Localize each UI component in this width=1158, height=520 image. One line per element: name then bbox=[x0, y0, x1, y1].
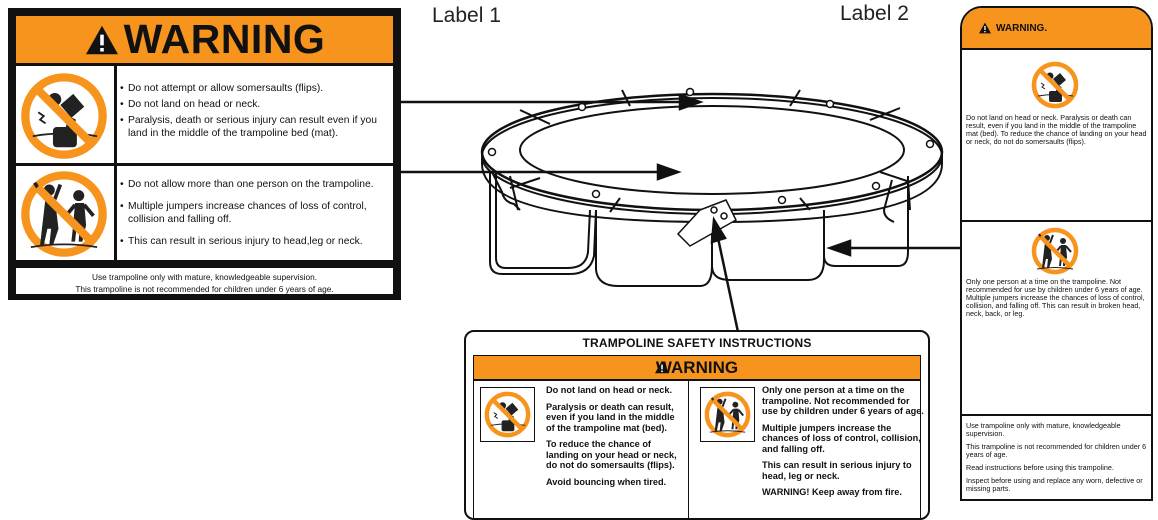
section-text: Only one person at a time on the trampol… bbox=[966, 277, 1145, 318]
sheet-title: TRAMPOLINE SAFETY INSTRUCTIONS bbox=[582, 336, 812, 350]
no-multiple-jumpers-icon bbox=[700, 387, 755, 442]
section-text: This trampoline is not recommended for c… bbox=[966, 442, 1147, 459]
no-multiple-jumpers-icon bbox=[1030, 226, 1080, 276]
section-text: Use trampoline only with mature, knowled… bbox=[966, 421, 1121, 438]
no-somersault-icon bbox=[18, 70, 110, 162]
warning-triangle-icon bbox=[654, 360, 670, 374]
warning-text: WARNING bbox=[123, 16, 326, 62]
section-text: Do not land on head or neck. Paralysis o… bbox=[966, 113, 1147, 146]
label-1-footer: Use trampoline only with mature, knowled… bbox=[16, 260, 393, 294]
no-somersault-icon bbox=[1030, 60, 1080, 110]
warning-text: WARNING bbox=[655, 357, 739, 377]
label-1-row-jumpers: Do not allow more than one person on the… bbox=[16, 163, 393, 264]
bullet-text: Do not allow more than one person on the… bbox=[120, 178, 389, 191]
instruction-text: Only one person at a time on the trampol… bbox=[762, 385, 924, 416]
instruction-text: To reduce the chance of landing on your … bbox=[546, 439, 677, 470]
footer-line: Use trampoline only with mature, knowled… bbox=[91, 272, 318, 282]
bullet-text: Paralysis, death or serious injury can r… bbox=[120, 114, 389, 140]
safety-instructions-sheet: TRAMPOLINE SAFETY INSTRUCTIONS WARNING D… bbox=[464, 330, 930, 520]
trampoline-diagram bbox=[400, 87, 960, 333]
instruction-text: This can result in serious injury to hea… bbox=[762, 460, 912, 481]
label-1-row-somersault: Do not attempt or allow somersaults (fli… bbox=[16, 63, 393, 166]
bullet-text: Do not land on head or neck. bbox=[120, 98, 389, 111]
no-somersault-icon bbox=[480, 387, 535, 442]
label-2: WARNING. Do not land on head or neck. Pa… bbox=[960, 6, 1153, 501]
instruction-text: Do not land on head or neck. bbox=[546, 385, 673, 395]
bullet-text: Do not attempt or allow somersaults (fli… bbox=[120, 82, 389, 95]
warning-banner: WARNING bbox=[473, 355, 921, 380]
warning-banner: WARNING bbox=[16, 16, 393, 63]
section-text: Inspect before using and replace any wor… bbox=[966, 476, 1143, 493]
label-2-section-somersault: Do not land on head or neck. Paralysis o… bbox=[962, 48, 1151, 222]
footer-line: This trampoline is not recommended for c… bbox=[75, 284, 334, 294]
label-2-section-supervision: Use trampoline only with mature, knowled… bbox=[962, 414, 1151, 499]
instruction-text: Multiple jumpers increase the chances of… bbox=[762, 422, 921, 454]
section-text: Read instructions before using this tram… bbox=[966, 463, 1114, 472]
warning-text: WARNING. bbox=[996, 22, 1048, 34]
instruction-text: Paralysis or death can result, even if y… bbox=[546, 401, 675, 433]
instruction-text: Avoid bouncing when tired. bbox=[546, 476, 667, 487]
instruction-text: WARNING! Keep away from fire. bbox=[762, 487, 902, 497]
warning-banner: WARNING. bbox=[962, 8, 1151, 48]
label-1-heading: Label 1 bbox=[432, 4, 501, 27]
label-2-section-jumpers: Only one person at a time on the trampol… bbox=[962, 220, 1151, 416]
warning-triangle-icon bbox=[84, 24, 120, 56]
label-1: WARNING Do not attempt or allow somersau… bbox=[8, 8, 401, 300]
label-2-heading: Label 2 bbox=[840, 2, 909, 25]
bullet-text: Multiple jumpers increase chances of los… bbox=[120, 200, 389, 226]
warning-triangle-icon bbox=[978, 22, 992, 34]
bullet-text: This can result in serious injury to hea… bbox=[120, 235, 389, 248]
no-multiple-jumpers-icon bbox=[18, 168, 110, 260]
